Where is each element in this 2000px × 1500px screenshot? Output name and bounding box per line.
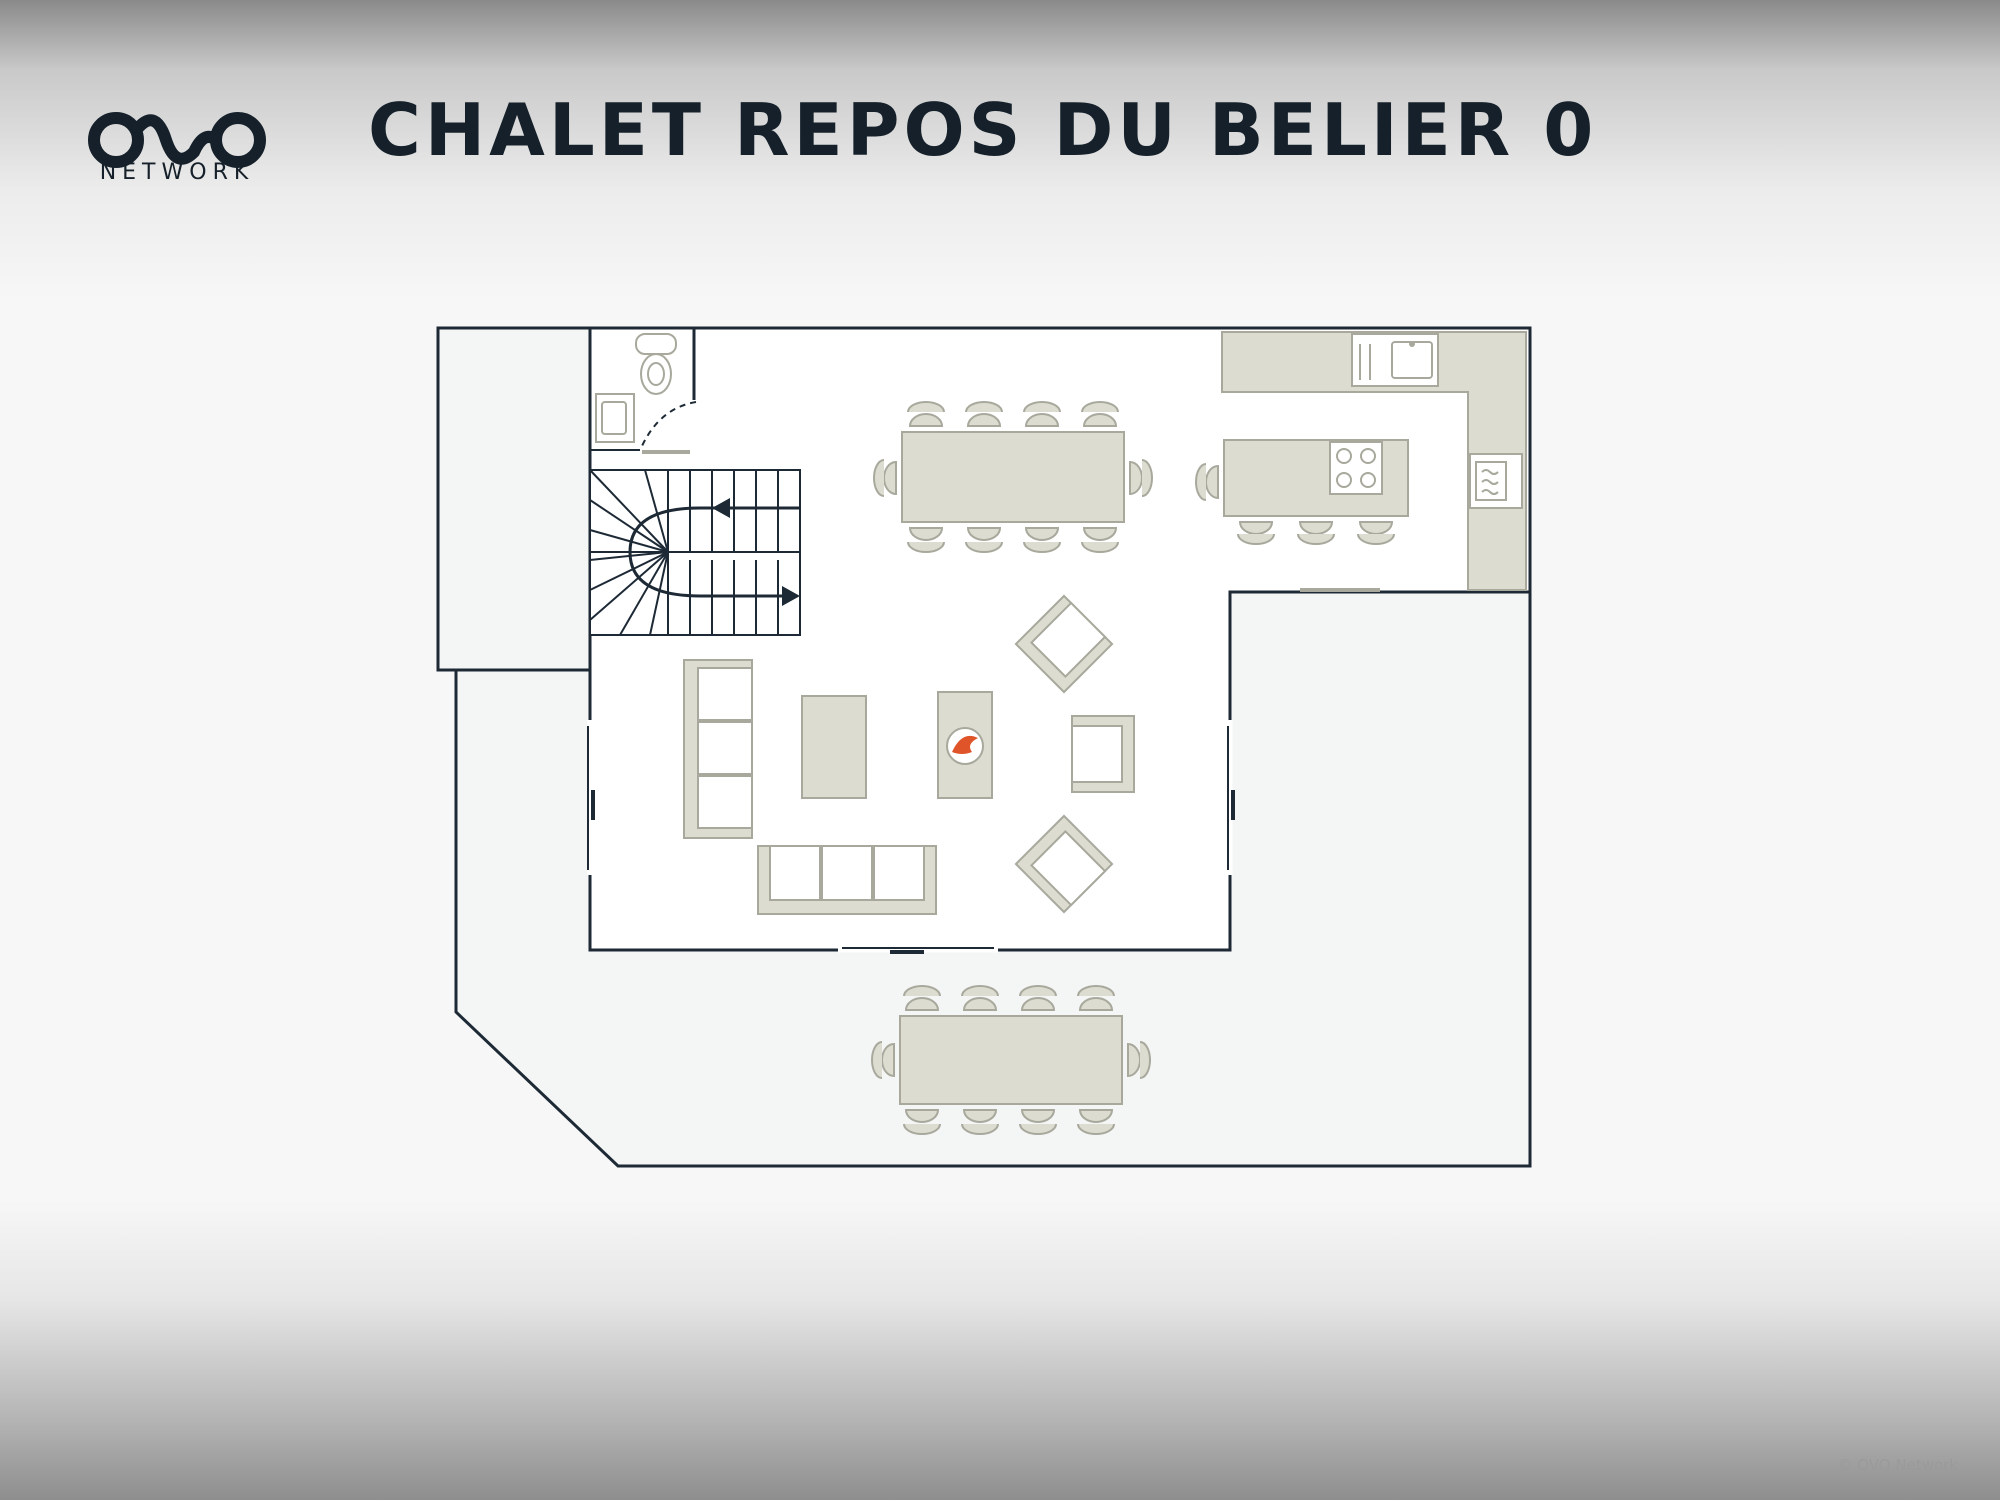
sink-icon [595,393,635,443]
armchair-icon [1014,814,1114,914]
fireplace-icon [937,691,993,799]
kitchen-island [1223,439,1409,517]
microwave-icon [1469,453,1523,509]
dining-table-interior [901,431,1125,523]
copyright-notice: © OVO Network [1837,1456,1958,1474]
sink-icon [1351,333,1439,387]
stairs-icon [589,469,801,636]
stove-icon [1329,441,1383,495]
ovo-logo-icon [88,112,266,168]
left-annex [436,326,592,672]
sofa-icon [683,659,753,839]
chair-icon [1195,463,1395,545]
page-title: CHALET REPOS DU BELIER 0 [368,88,1598,172]
chair-icon [873,401,1153,553]
toilet-icon [635,333,677,395]
armchair-icon [1071,715,1135,793]
sofa-icon [757,845,937,915]
logo-wordmark: NETWORK [99,160,255,185]
dining-table-terrace [899,1015,1123,1105]
chair-icon [871,985,1151,1135]
armchair-icon [1014,594,1114,694]
coffee-table [801,695,867,799]
